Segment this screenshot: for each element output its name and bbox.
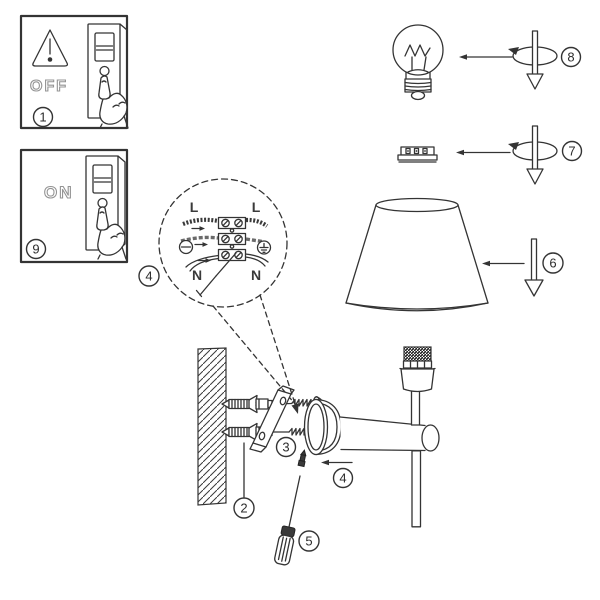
earth-symbol-icon <box>256 240 272 255</box>
screwdriver: 5 <box>274 475 320 566</box>
wall-section <box>197 347 227 506</box>
step-4-badge: 4 <box>138 265 160 287</box>
neutral-wire <box>185 254 220 268</box>
neutral-label-left: N <box>192 267 202 283</box>
step-3-badge: 3 <box>275 436 297 458</box>
step-7-number: 7 <box>568 144 575 159</box>
step-6-number: 6 <box>549 256 556 271</box>
screwdriver-tip-icon <box>195 252 237 298</box>
neutral-wire <box>189 257 220 272</box>
step-5-badge: 5 <box>298 530 320 552</box>
step-on-panel: ON 9 <box>19 148 129 264</box>
neutral-wire <box>244 253 269 263</box>
live-wire <box>245 217 269 228</box>
warning-triangle-icon <box>32 29 69 67</box>
step-9-badge: 9 <box>25 238 47 260</box>
step-2-badge: 2 <box>233 497 255 519</box>
live-wire <box>182 217 219 226</box>
light-bulb-icon <box>392 24 444 101</box>
lamp-body: 4 <box>297 346 440 528</box>
step-7-badge: 7 <box>561 140 583 162</box>
step-6-badge: 6 <box>542 252 564 274</box>
wiring-detail-balloon: L L N N <box>138 178 299 414</box>
rotate-clockwise-icon <box>507 30 558 90</box>
step-5-number: 5 <box>305 534 312 549</box>
off-label: OFF <box>30 78 68 95</box>
insert-arrow-icon <box>194 241 209 248</box>
detail-circle <box>158 178 288 308</box>
rotate-clockwise-icon <box>507 125 558 185</box>
insert-arrow <box>321 459 353 466</box>
wall-anchors: 2 <box>221 394 293 519</box>
step-9-number: 9 <box>32 242 39 257</box>
step-4-number: 4 <box>145 269 152 284</box>
screwdriver-blade <box>288 475 301 528</box>
mounting-screws: 3 <box>275 396 324 458</box>
bulb-socket <box>399 346 436 393</box>
screwdriver-handle <box>274 525 296 566</box>
step-8-number: 8 <box>567 50 574 65</box>
earth-wire <box>245 237 263 244</box>
live-label-left: L <box>190 199 199 215</box>
step-2-number: 2 <box>240 501 247 516</box>
step-1-badge: 1 <box>32 106 54 128</box>
step-3-number: 3 <box>282 440 289 455</box>
leader-arrowhead <box>291 403 299 414</box>
step-lampshade: 6 <box>345 197 564 312</box>
down-arrow-icon <box>524 238 544 297</box>
stem-lower <box>411 450 422 528</box>
step-8-badge: 8 <box>560 46 582 68</box>
on-label: ON <box>44 183 74 202</box>
set-screw-icon <box>297 449 307 468</box>
wall-anchor-icon <box>221 394 273 414</box>
insert-arrow-icon <box>191 225 206 232</box>
step-1-number: 1 <box>39 110 46 125</box>
step-off-panel: OFF 1 <box>19 14 129 130</box>
mounting-bracket <box>249 385 295 453</box>
insert-arrow <box>459 54 513 60</box>
balloon-leader-line <box>259 294 298 411</box>
neutral-wire <box>244 256 266 267</box>
insert-arrow <box>482 260 525 267</box>
balloon-leader-line <box>212 305 296 405</box>
wall-hatch <box>197 347 227 506</box>
lamp-arm <box>339 416 426 452</box>
shade-ring-icon <box>397 146 438 163</box>
step-4b-number: 4 <box>339 471 346 486</box>
step-4b-badge: 4 <box>332 467 354 489</box>
step-shade-ring: 7 <box>397 125 583 185</box>
insert-arrow <box>456 149 511 156</box>
step-bulb: 8 <box>392 24 582 101</box>
live-label-right: L <box>252 199 261 215</box>
terminal-block <box>217 216 247 262</box>
stem-upper <box>410 390 421 426</box>
lampshade-icon <box>345 197 489 312</box>
neutral-label-right: N <box>251 267 261 283</box>
neutral-symbol-icon <box>178 239 194 255</box>
